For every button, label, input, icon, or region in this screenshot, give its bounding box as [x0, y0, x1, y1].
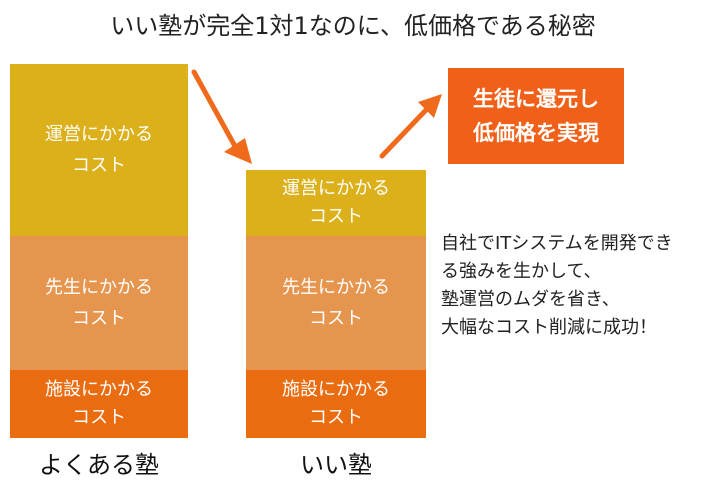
right-teacher-cost-block: 先生にかかる コスト	[246, 236, 426, 370]
right-column-label: いい塾	[300, 451, 372, 479]
right-operation-cost-block: 運営にかかる コスト	[246, 170, 426, 236]
left-teacher-cost-block: 先生にかかる コスト	[10, 236, 188, 370]
diagram-title: いい塾が完全1対1なのに、低価格である秘密	[110, 12, 596, 40]
left-column-label: よくある塾	[39, 451, 159, 479]
right-facility-cost-block: 施設にかかる コスト	[246, 370, 426, 438]
left-operation-cost-block: 運営にかかる コスト	[10, 64, 188, 236]
arrow-down-right-icon	[191, 69, 252, 164]
left-facility-cost-block: 施設にかかる コスト	[10, 370, 188, 438]
arrow-up-right-icon	[379, 94, 442, 159]
cost-reduction-description: 自社でITシステムを開発でき る強みを生かして、 塾運営のムダを省き、 大幅なコ…	[441, 233, 673, 338]
price-reduction-callout: 生徒に還元し 低価格を実現	[448, 68, 624, 164]
